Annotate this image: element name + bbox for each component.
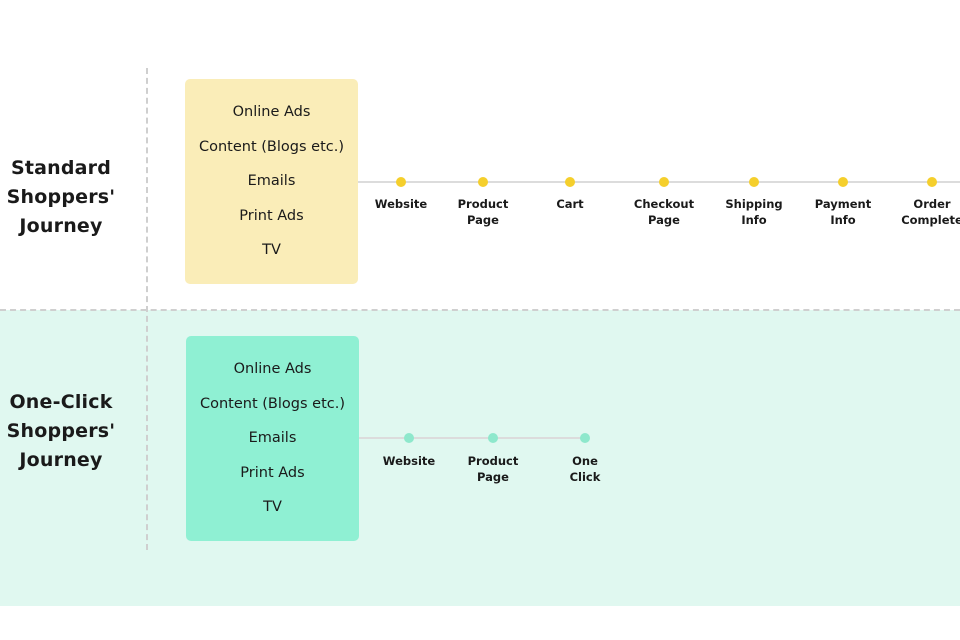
one-click-journey-title: One-Click Shoppers' Journey	[0, 388, 122, 475]
step-label-line: Info	[741, 213, 767, 227]
step-label: Website	[353, 196, 449, 212]
step-label-line: Website	[382, 454, 436, 468]
one-click-channels-box: Online Ads Content (Blogs etc.) Emails P…	[186, 336, 359, 541]
step-label-line: Complete	[901, 213, 960, 227]
step-marker	[580, 433, 590, 443]
channel-emails: Emails	[248, 430, 297, 447]
step-label-line: Order	[913, 197, 951, 211]
step-label-line: Checkout	[633, 197, 695, 211]
channel-content: Content (Blogs etc.)	[200, 395, 345, 412]
step-marker	[565, 177, 575, 187]
channel-emails: Emails	[247, 173, 296, 190]
standard-channels-box: Online Ads Content (Blogs etc.) Emails P…	[185, 79, 358, 284]
step-marker	[488, 433, 498, 443]
step-label-line: Payment	[814, 197, 872, 211]
label-divider	[146, 68, 148, 550]
step-label-line: Cart	[556, 197, 584, 211]
channel-content: Content (Blogs etc.)	[199, 138, 344, 155]
title-line: Journey	[19, 215, 103, 237]
lane-divider	[0, 309, 960, 311]
step-label-line: Shipping	[725, 197, 783, 211]
title-line: Journey	[19, 449, 103, 471]
step-marker	[478, 177, 488, 187]
step-label-line: Website	[374, 197, 428, 211]
channel-tv: TV	[262, 242, 281, 259]
title-line: Shoppers'	[6, 420, 116, 442]
one-click-lane-background	[0, 310, 960, 606]
step-label-line: Product	[467, 454, 519, 468]
one-click-journey-line	[359, 437, 585, 439]
channel-print-ads: Print Ads	[239, 207, 304, 224]
step-marker	[838, 177, 848, 187]
title-line: Shoppers'	[6, 186, 116, 208]
channel-online-ads: Online Ads	[233, 361, 312, 378]
step-label: Cart	[522, 196, 618, 212]
step-label-line: Click	[569, 470, 601, 484]
channel-online-ads: Online Ads	[232, 104, 311, 121]
step-label-line: Page	[477, 470, 509, 484]
step-marker	[396, 177, 406, 187]
step-marker	[404, 433, 414, 443]
title-line: One-Click	[9, 391, 113, 413]
step-label-line: Page	[467, 213, 499, 227]
channel-print-ads: Print Ads	[240, 464, 305, 481]
step-label: Website	[361, 453, 457, 469]
step-label-line: Info	[830, 213, 856, 227]
step-marker	[927, 177, 937, 187]
step-label-line: Page	[648, 213, 680, 227]
step-marker	[749, 177, 759, 187]
step-label-line: Product	[457, 197, 509, 211]
standard-journey-title: Standard Shoppers' Journey	[0, 154, 122, 241]
channel-tv: TV	[263, 499, 282, 516]
title-line: Standard	[10, 157, 112, 179]
step-marker	[659, 177, 669, 187]
step-label-line: One	[572, 454, 598, 468]
